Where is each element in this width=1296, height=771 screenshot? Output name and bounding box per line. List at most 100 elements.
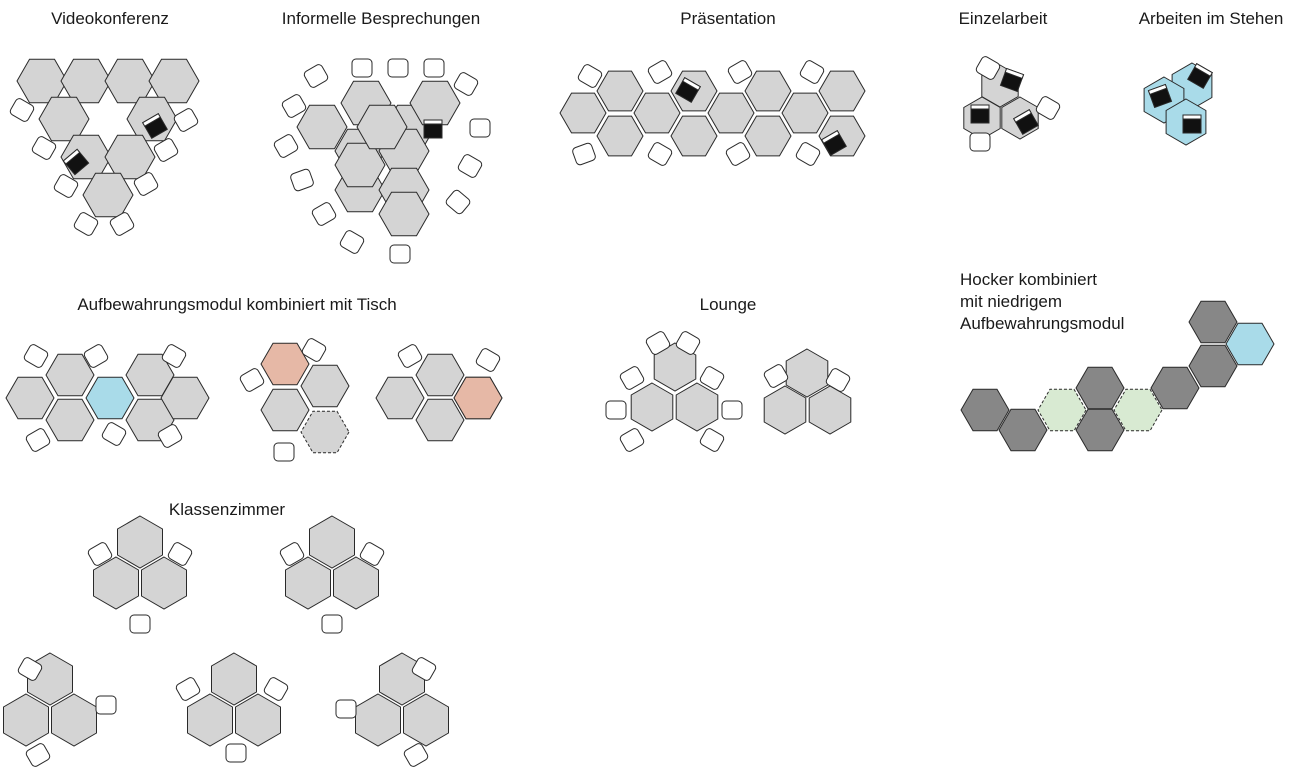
chair [31,136,57,160]
chair [263,677,289,701]
table-hexagon [5,376,55,420]
chair [647,60,673,84]
chair [825,368,851,392]
chair [605,400,627,420]
screen-edge [970,104,990,110]
chair [53,174,79,198]
chair [457,154,483,178]
chair [1035,96,1061,120]
screen-edge [1013,109,1032,123]
chair [153,138,179,162]
table-hexagon [1113,388,1163,432]
chair [301,338,327,362]
table-hexagon [675,382,719,432]
chair [109,212,135,236]
table-hexagon [235,693,281,747]
chair [403,743,429,767]
table-hexagon [45,353,95,397]
table-hexagon [1225,322,1275,366]
table-hexagon [38,96,90,142]
chair [799,60,825,84]
chair [423,58,445,78]
table-hexagon [744,115,792,157]
table-hexagon [596,70,644,112]
chair [133,172,159,196]
chair [339,230,365,254]
table-hexagon [60,58,112,104]
chair [359,542,385,566]
chair [725,142,751,166]
title-presentation: Präsentation [680,9,775,28]
chair [25,743,51,767]
chair [795,142,821,166]
chair [619,366,645,390]
chair [475,348,501,372]
chair [389,244,411,264]
table-hexagon [16,58,68,104]
table-hexagon [1188,344,1238,388]
chair [273,442,295,462]
table-hexagon [653,342,697,392]
chair [303,64,329,88]
table-hexagon [763,385,807,435]
title-lounge: Lounge [700,295,757,314]
chair [699,366,725,390]
title-single: Einzelarbeit [959,9,1048,28]
table-hexagon [82,172,134,218]
table-hexagon [1075,408,1125,452]
table-hexagon [781,92,829,134]
table-hexagon [744,70,792,112]
table-hexagon [670,115,718,157]
table-hexagon [3,693,49,747]
chair [321,614,343,634]
table-hexagon [1075,366,1125,410]
table-hexagon [559,92,607,134]
table-hexagon [415,398,465,442]
chair [572,142,596,166]
screen-edge [1147,83,1168,96]
chair [25,428,51,452]
chair [173,108,199,132]
chair [157,424,183,448]
table-hexagon [117,515,163,569]
screen-edge [1182,114,1202,120]
chair [129,614,151,634]
screen-edge [62,148,81,165]
chair [73,212,99,236]
chair [351,58,373,78]
table-hexagon [300,410,350,454]
chair [281,94,307,118]
table-hexagon [285,556,331,610]
chair [83,344,109,368]
chair [647,142,673,166]
table-hexagon [1188,300,1238,344]
table-hexagon [1037,388,1087,432]
chair [727,60,753,84]
table-hexagon [633,92,681,134]
chair [335,699,357,719]
table-hexagon [104,58,156,104]
chair [619,428,645,452]
table-hexagon [808,385,852,435]
chair [17,657,43,681]
chair [469,118,491,138]
chair [445,189,471,215]
title-video: Videokonferenz [51,9,169,28]
chair [969,132,991,152]
chair [167,542,193,566]
title-storage: Aufbewahrungsmodul kombiniert mit Tisch [77,295,396,314]
table-hexagon [45,398,95,442]
screen-edge [821,130,840,144]
table-hexagon [1150,366,1200,410]
chair [397,344,423,368]
chair [225,743,247,763]
chair [95,695,117,715]
chair [23,344,49,368]
chair [763,364,789,388]
table-hexagon [260,388,310,432]
table-hexagon [415,353,465,397]
screen-edge [682,77,701,91]
chair [721,400,743,420]
table-hexagon [211,652,257,706]
